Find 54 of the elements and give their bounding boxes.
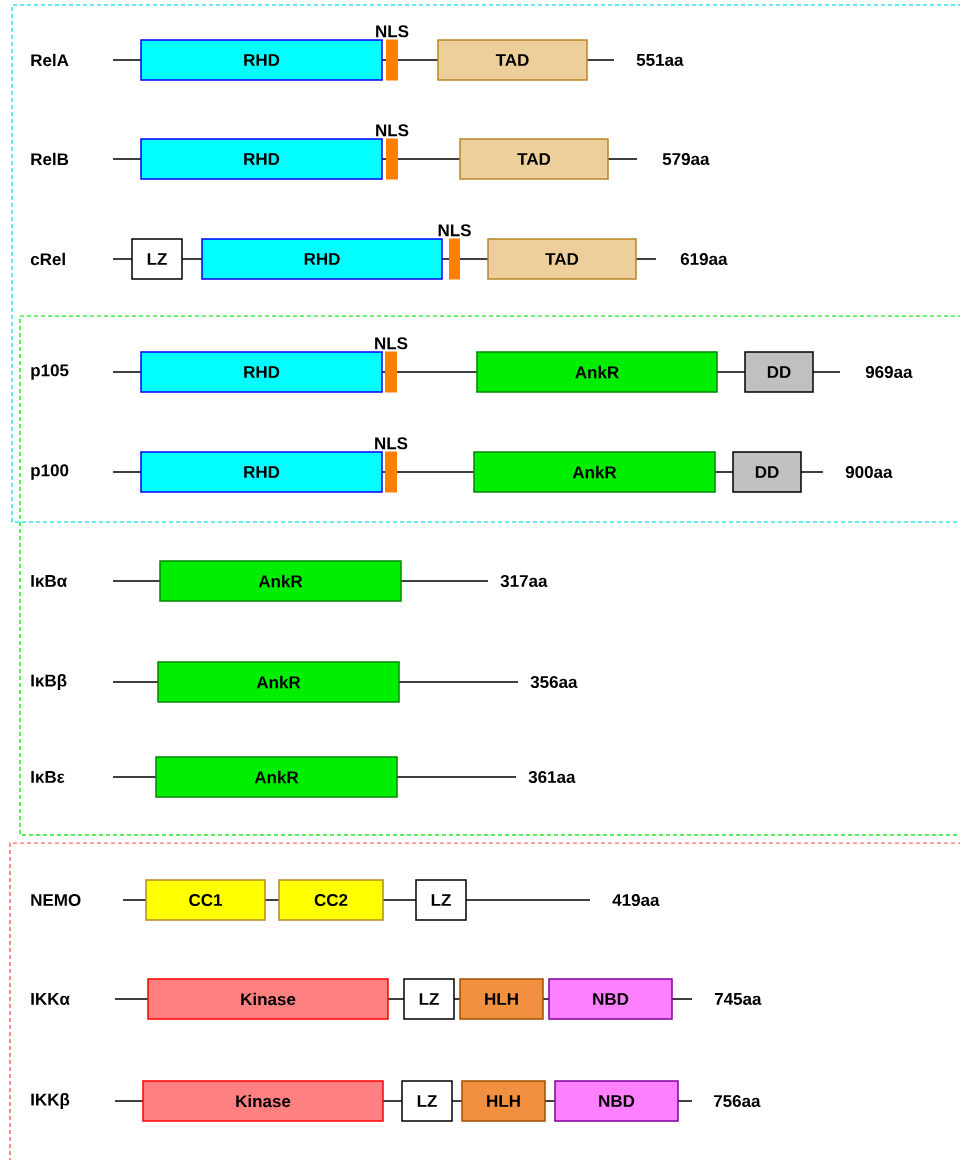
protein-name: IκBε [31, 771, 65, 783]
tad-domain-box: TAD [459, 138, 609, 180]
ankyrin-repeat-box: AnkR [155, 756, 398, 798]
length-label: 969aa [865, 366, 913, 379]
leucine-zipper-box: LZ [131, 238, 183, 280]
node-label: NLS [376, 124, 409, 137]
protein-name: IKKα [31, 993, 70, 1005]
length-label: 419aa [612, 894, 660, 907]
hlh-domain-box: HLH [459, 978, 544, 1020]
nbd-domain-box: NBD [548, 978, 673, 1020]
node-label: NLS [375, 437, 408, 450]
rhd-domain-box: RHD [140, 138, 383, 180]
node-label: NLS [375, 337, 408, 350]
kinase-domain-box: Kinase [147, 978, 389, 1020]
protein-name: IKKβ [31, 1093, 70, 1109]
rhd-domain-box: RHD [140, 351, 383, 393]
length-label: 900aa [845, 466, 893, 479]
ankyrin-repeat-box: AnkR [476, 351, 718, 393]
nbd-domain-box: NBD [554, 1080, 679, 1122]
leucine-zipper-box: LZ [415, 879, 467, 921]
length-label: 317aa [500, 575, 548, 588]
protein-name: p105 [31, 364, 69, 380]
leucine-zipper-box: LZ [401, 1080, 453, 1122]
leucine-zipper-box: LZ [403, 978, 455, 1020]
protein-name: RelB [31, 152, 69, 166]
protein-name: NEMO [31, 894, 81, 907]
node-label: NLS [376, 25, 409, 38]
ankyrin-repeat-box: AnkR [159, 560, 402, 602]
death-domain-box: DD [744, 351, 814, 393]
length-label: 356aa [530, 676, 578, 689]
length-label: 756aa [713, 1095, 761, 1108]
length-label: 551aa [636, 54, 684, 66]
tad-domain-box: TAD [437, 39, 588, 81]
length-label: 745aa [714, 993, 762, 1005]
death-domain-box: DD [732, 451, 802, 493]
protein-name: RelA [31, 53, 69, 67]
rhd-domain-box: RHD [140, 451, 383, 493]
coiled-coil-box: CC1 [145, 879, 266, 921]
protein-name: IκBβ [31, 674, 67, 690]
rhd-domain-box: RHD [140, 39, 383, 81]
node-label: NLS [438, 224, 471, 237]
protein-name: cRel [30, 252, 65, 266]
length-label: 619aa [680, 253, 728, 266]
ankyrin-repeat-box: AnkR [157, 661, 400, 703]
ankyrin-repeat-box: AnkR [473, 451, 716, 493]
rhd-domain-box: RHD [201, 238, 443, 280]
length-label: 361aa [528, 771, 576, 784]
coiled-coil-box: CC2 [278, 879, 384, 921]
protein-name: p100 [31, 464, 69, 480]
tad-domain-box: TAD [487, 238, 637, 280]
hlh-domain-box: HLH [461, 1080, 546, 1122]
kinase-domain-box: Kinase [142, 1080, 384, 1122]
protein-name: IκBα [31, 575, 67, 587]
length-label: 579aa [662, 153, 710, 166]
